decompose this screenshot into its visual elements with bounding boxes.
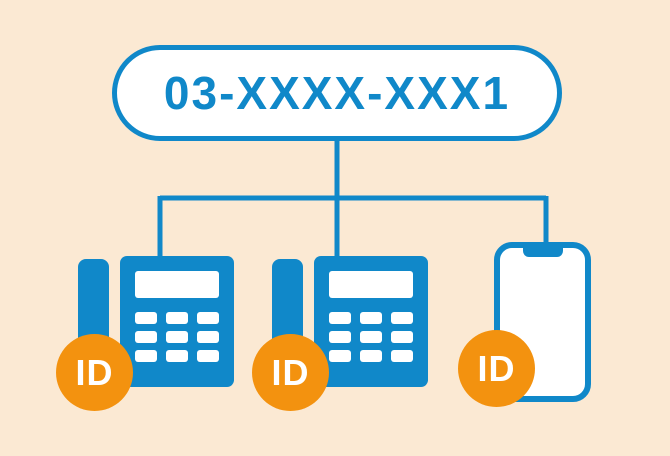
keypad-key xyxy=(135,331,157,343)
phone-body xyxy=(314,256,428,387)
phone-body xyxy=(120,256,234,387)
keypad-key xyxy=(166,312,188,324)
keypad-key xyxy=(360,350,382,362)
keypad-key xyxy=(166,350,188,362)
desk-phone-icon-2 xyxy=(272,256,428,387)
keypad-key xyxy=(135,350,157,362)
keypad-key xyxy=(329,331,351,343)
desk-phone-icon-1 xyxy=(78,256,234,387)
phone-number-pill: 03-XXXX-XXX1 xyxy=(112,45,562,141)
phone-number-text: 03-XXXX-XXX1 xyxy=(163,67,511,119)
id-badge-2: ID xyxy=(252,334,329,411)
keypad-key xyxy=(360,312,382,324)
phone-screen xyxy=(135,271,219,298)
keypad-key xyxy=(197,350,219,362)
keypad-key xyxy=(166,331,188,343)
id-badge-3: ID xyxy=(458,330,535,407)
id-badge-1: ID xyxy=(56,334,133,411)
phone-keypad xyxy=(329,312,413,362)
smartphone-notch xyxy=(522,247,563,257)
keypad-key xyxy=(360,331,382,343)
phone-screen xyxy=(329,271,413,298)
phone-keypad xyxy=(135,312,219,362)
keypad-key xyxy=(197,331,219,343)
keypad-key xyxy=(391,312,413,324)
keypad-key xyxy=(197,312,219,324)
keypad-key xyxy=(135,312,157,324)
id-badge-label: ID xyxy=(477,347,516,389)
id-badge-label: ID xyxy=(75,351,114,393)
id-badge-label: ID xyxy=(271,351,310,393)
keypad-key xyxy=(391,331,413,343)
keypad-key xyxy=(391,350,413,362)
keypad-key xyxy=(329,350,351,362)
keypad-key xyxy=(329,312,351,324)
